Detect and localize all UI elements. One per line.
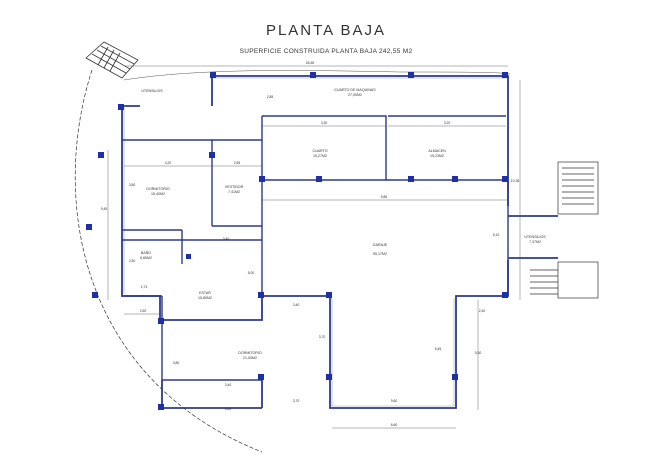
room-area: 6,80M2: [140, 256, 152, 260]
plan-title: PLANTA BAJA: [265, 22, 387, 39]
dim-label: 9,45: [101, 207, 108, 211]
dim-label: 6,45: [435, 347, 442, 351]
dim-label: 3,60: [225, 407, 232, 411]
room-name: UTENSILIOS: [141, 89, 163, 93]
dim-label: 2,85: [267, 95, 274, 99]
exterior-walls-inner: [123, 77, 506, 407]
dim-label: 6,60: [391, 423, 398, 427]
room-area: 15,27M2: [313, 154, 327, 158]
dim-label: 10,38: [511, 179, 520, 183]
dim-label: 5,30: [475, 351, 482, 355]
entrance-stair: [85, 41, 139, 79]
dim-label: 3,40: [293, 303, 300, 307]
dim-label: 3,40: [225, 383, 232, 387]
dim-label: 3,20: [444, 121, 451, 125]
dim-label: 2,60: [140, 309, 147, 313]
room-area: 7,41M2: [228, 190, 240, 194]
dim-label: 3,70: [319, 335, 326, 339]
room-name: ALMACEN: [428, 149, 446, 153]
room-area: 7,37M2: [529, 240, 541, 244]
room-labels: UTENSILIOS CUARTO DE MAQUINAS 27,00M2 CU…: [140, 88, 546, 360]
room-name: CUARTO: [312, 149, 327, 153]
top-curve: [123, 70, 511, 81]
dim-label: 3,70: [293, 399, 300, 403]
room-name: BAÑO: [141, 250, 151, 255]
room-name: UTENSILIOS: [524, 235, 546, 239]
room-area: 95,17M2: [373, 252, 387, 256]
dim-label: 2,40: [479, 309, 486, 313]
dimension-lines: [107, 65, 521, 429]
dim-label: 4,20: [165, 161, 172, 165]
room-area: 27,00M2: [348, 93, 362, 97]
room-area: 15,80M2: [198, 296, 212, 300]
dim-label: 3,80: [173, 361, 180, 365]
dim-label: 5,10: [493, 233, 500, 237]
dim-label: 3,30: [321, 121, 328, 125]
plan-subtitle: SUPERFICIE CONSTRUIDA PLANTA BAJA 242,55…: [239, 48, 413, 55]
dim-label: 2,55: [234, 161, 241, 165]
room-area: 21,00M2: [243, 356, 257, 360]
dim-label: 9,85: [381, 195, 388, 199]
dim-label: 2,50: [129, 259, 136, 263]
room-name: DORMITORIO: [238, 351, 261, 355]
room-name: DORMITORIO: [146, 187, 169, 191]
dim-label: 5,00: [248, 271, 255, 275]
room-name: VESTIDOR: [225, 185, 244, 189]
dim-label: 26,65: [306, 61, 315, 65]
room-area: 15,40M2: [151, 192, 165, 196]
dim-label: 3,80: [129, 183, 136, 187]
curved-garden-wall: [74, 69, 263, 453]
dimension-text: 26,65 3,30 3,20 2,85 4,20 2,55 9,85 9,45…: [101, 61, 520, 427]
dim-label: 1,74: [141, 285, 148, 289]
room-name: CUARTO DE MAQUINAS: [334, 88, 376, 92]
room-name: GARAJE: [373, 243, 388, 247]
columns: [86, 72, 508, 410]
room-name: ESTAR: [199, 291, 211, 295]
dim-label: 9,60: [391, 399, 398, 403]
dim-label: 3,40: [223, 237, 230, 241]
room-area: 15,23M2: [430, 154, 444, 158]
right-stair: [530, 161, 599, 299]
